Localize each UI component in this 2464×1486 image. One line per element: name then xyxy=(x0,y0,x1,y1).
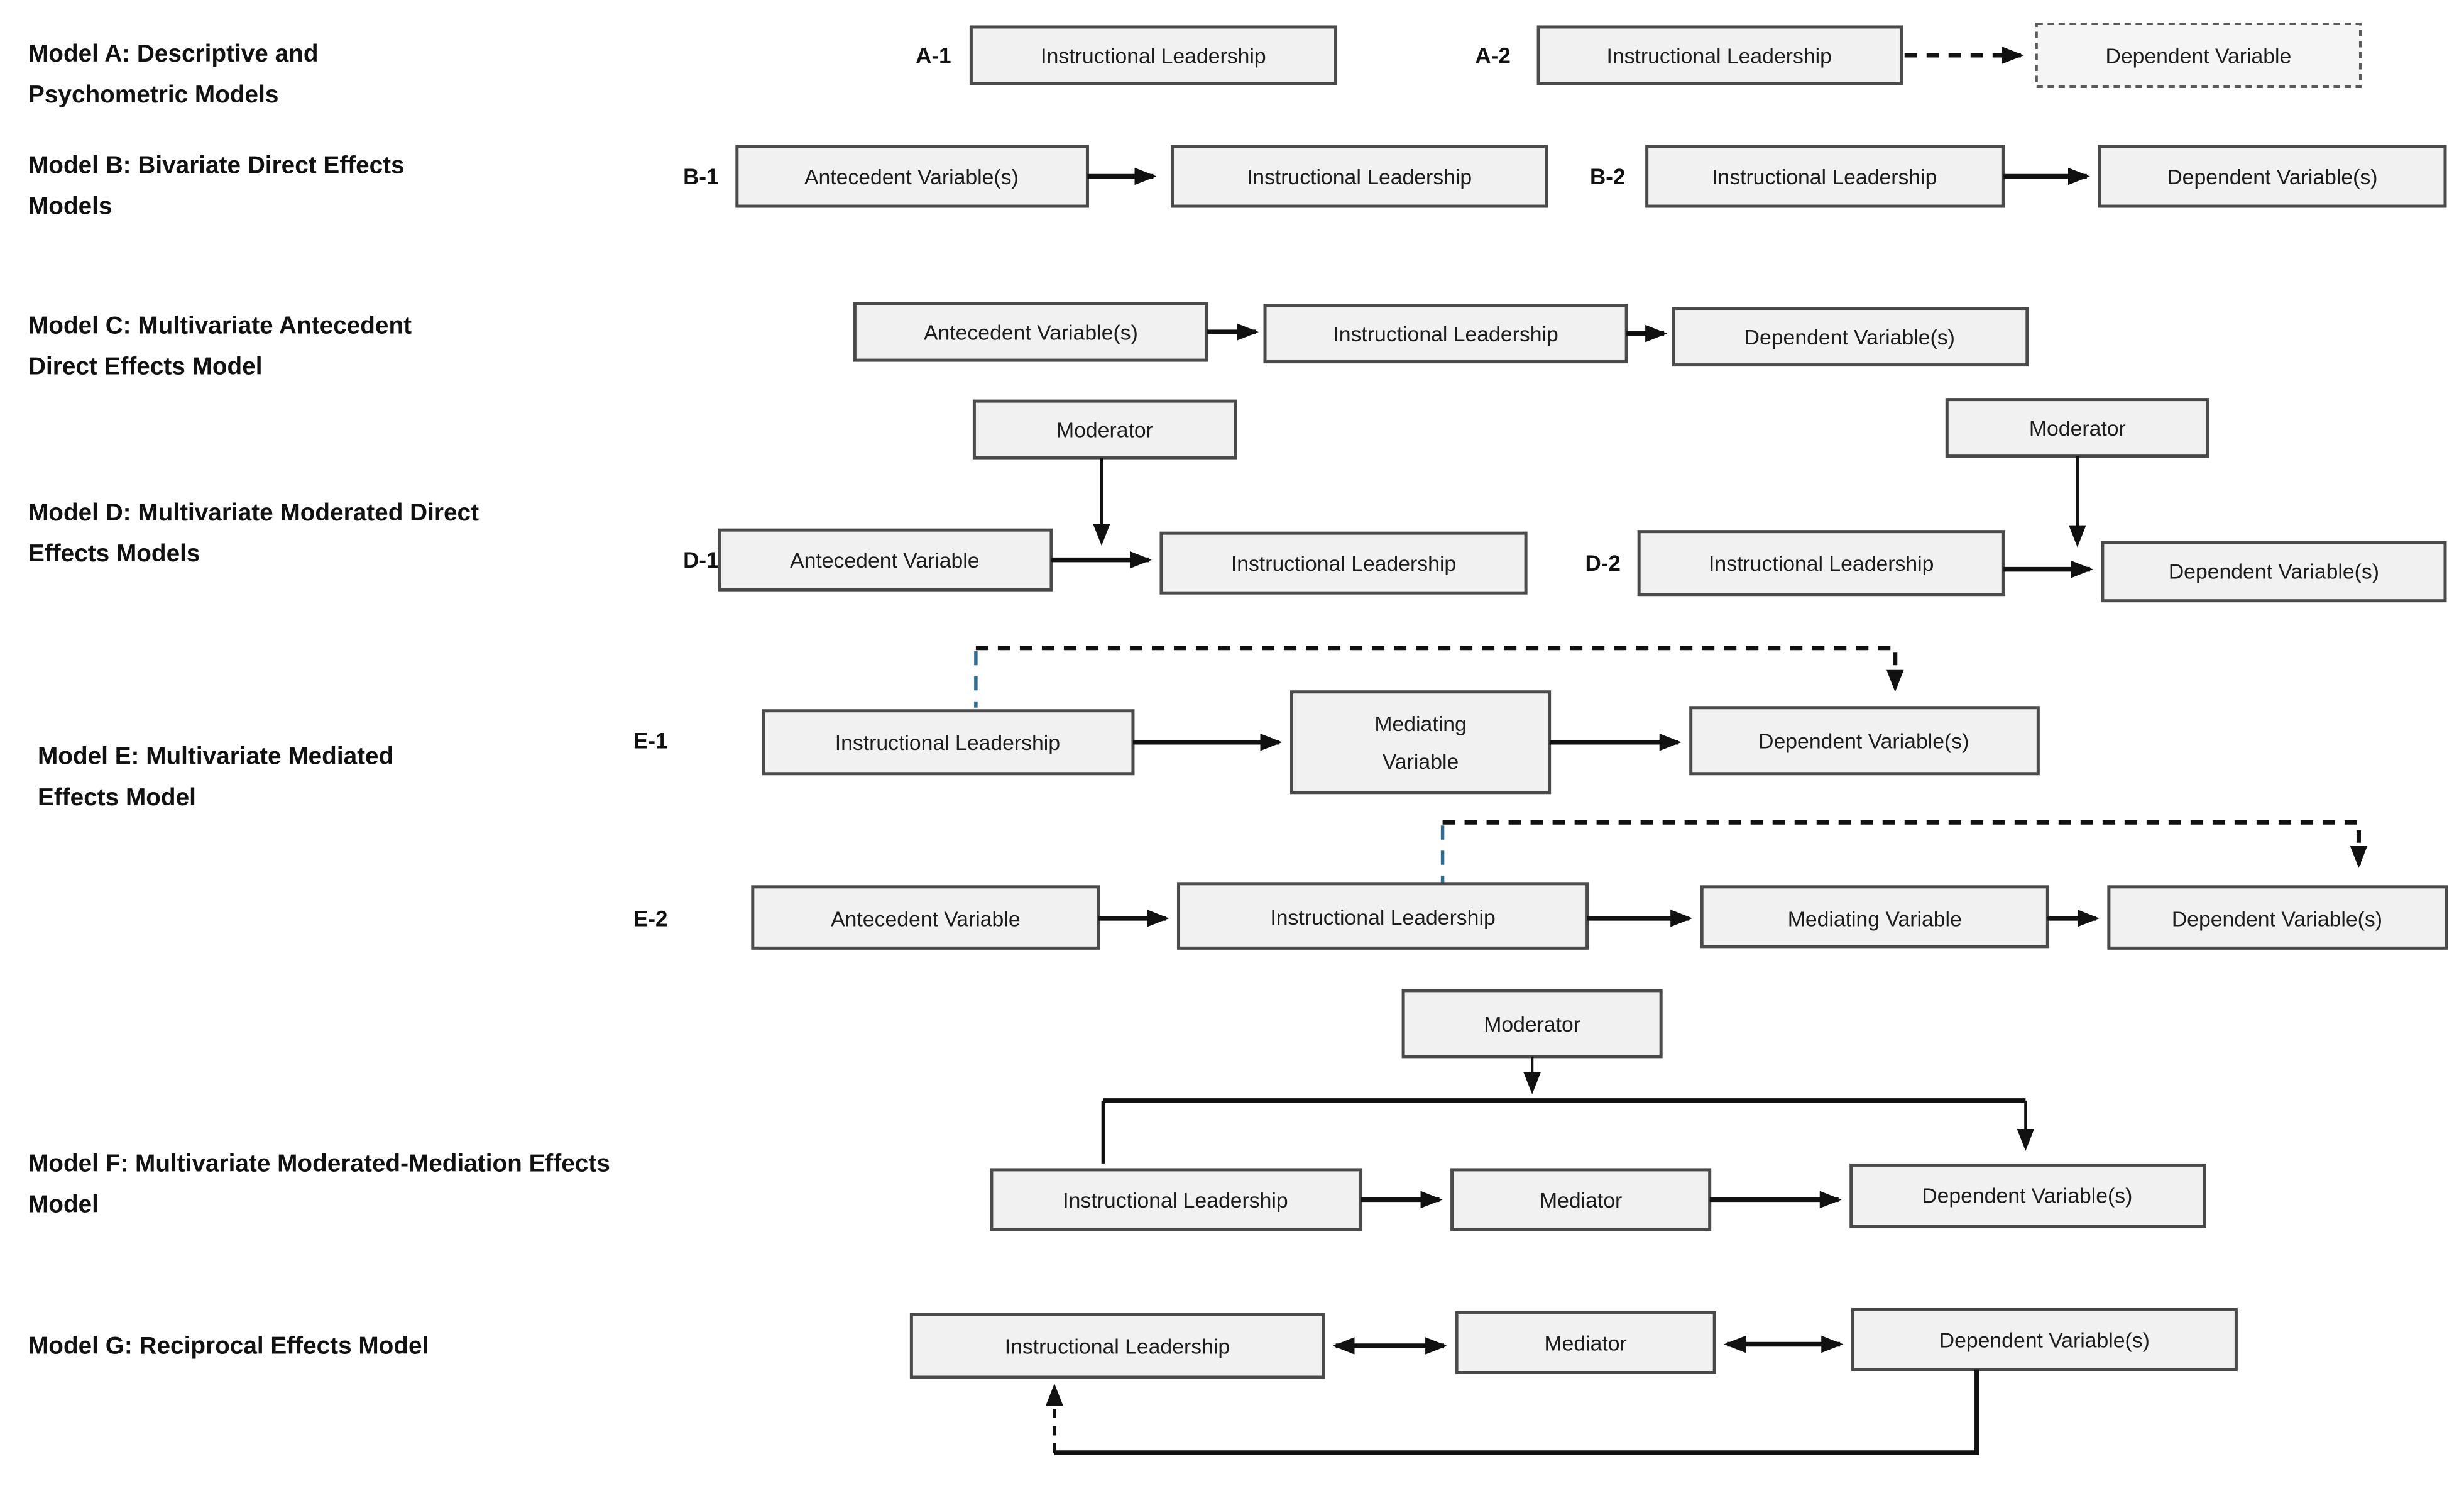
box-d1-moderator-label: Moderator xyxy=(1056,419,1153,443)
box-c-dependent-variables xyxy=(1672,307,2029,367)
box-d2-dependent-variables-label: Dependent Variable(s) xyxy=(2169,560,2379,584)
box-b1-instructional-leadership-label: Instructional Leadership xyxy=(1247,165,1472,189)
box-f-moderator xyxy=(1401,989,1663,1059)
box-d1-antecedent-variable-label: Antecedent Variable xyxy=(790,549,979,573)
box-c-dependent-variables-label: Dependent Variable(s) xyxy=(1744,326,1955,349)
tag-e1: E-1 xyxy=(633,729,667,754)
tag-d1: D-1 xyxy=(683,548,718,573)
dashed-path-e1-direct-effect xyxy=(975,646,1904,692)
box-b1-instructional-leadership xyxy=(1170,145,1548,208)
box-e2-dependent-variables-label: Dependent Variable(s) xyxy=(2172,907,2382,931)
box-f-instructional-leadership-label: Instructional Leadership xyxy=(1063,1189,1288,1213)
box-e1-mediating-variable xyxy=(1290,690,1552,795)
box-f-dependent-variables-label: Dependent Variable(s) xyxy=(1922,1184,2132,1208)
box-a2-instructional-leadership xyxy=(1536,25,1903,85)
tag-a1: A-1 xyxy=(916,43,951,68)
box-d2-instructional-leadership-label: Instructional Leadership xyxy=(1709,552,1934,576)
box-g-instructional-leadership-label: Instructional Leadership xyxy=(1005,1335,1230,1358)
tag-b2: B-2 xyxy=(1590,165,1625,189)
box-c-antecedent-variables xyxy=(853,302,1208,362)
box-g-mediator xyxy=(1455,1311,1716,1375)
model-d-label-line2: Effects Models xyxy=(28,540,200,567)
box-b2-dependent-variables xyxy=(2098,145,2447,208)
model-a-label-line2: Psychometric Models xyxy=(28,81,278,108)
box-d2-dependent-variables xyxy=(2101,541,2447,603)
box-e2-instructional-leadership-label: Instructional Leadership xyxy=(1270,906,1495,930)
box-e1-dependent-variables xyxy=(1689,706,2040,776)
box-c-antecedent-variables-label: Antecedent Variable(s) xyxy=(924,321,1138,345)
box-c-instructional-leadership-label: Instructional Leadership xyxy=(1333,322,1558,346)
box-e1-mediating-variable-line2: Variable xyxy=(1383,750,1459,774)
model-f-label-line1: Model F: Multivariate Moderated-Mediatio… xyxy=(28,1150,610,1177)
tag-e2: E-2 xyxy=(633,906,667,931)
model-f-label-line2: Model xyxy=(28,1191,99,1218)
box-e2-dependent-variables xyxy=(2107,885,2448,950)
tag-a2: A-2 xyxy=(1475,43,1510,68)
tag-d2: D-2 xyxy=(1585,551,1620,576)
box-g-mediator-label: Mediator xyxy=(1544,1331,1626,1355)
box-e2-mediating-variable-label: Mediating Variable xyxy=(1788,907,1962,931)
box-a2-instructional-leadership-label: Instructional Leadership xyxy=(1607,44,1832,68)
model-e-label-line1: Model E: Multivariate Mediated xyxy=(38,743,393,770)
box-g-dependent-variables-label: Dependent Variable(s) xyxy=(1939,1328,2150,1352)
box-a2-dependent-variable xyxy=(2035,22,2362,88)
model-c-label-line1: Model C: Multivariate Antecedent xyxy=(28,312,412,339)
model-b-label-line1: Model B: Bivariate Direct Effects xyxy=(28,152,405,179)
model-b-label-line2: Models xyxy=(28,193,112,220)
box-b2-instructional-leadership xyxy=(1645,145,2005,208)
box-e1-instructional-leadership xyxy=(762,709,1135,776)
box-d1-moderator xyxy=(972,399,1237,460)
box-d2-instructional-leadership xyxy=(1637,530,2005,597)
model-a-label-line1: Model A: Descriptive and xyxy=(28,40,319,67)
box-e1-dependent-variables-label: Dependent Variable(s) xyxy=(1758,730,1969,754)
box-f-mediator xyxy=(1450,1168,1712,1231)
box-e2-antecedent-variable-label: Antecedent Variable xyxy=(831,907,1020,931)
box-b2-dependent-variables-label: Dependent Variable(s) xyxy=(2167,165,2377,189)
feedback-loop-g xyxy=(1054,1369,1979,1455)
model-c-label-line2: Direct Effects Model xyxy=(28,353,263,380)
dashed-path-e2-direct-effect xyxy=(1442,820,2368,868)
box-a1-instructional-leadership-label: Instructional Leadership xyxy=(1041,44,1266,68)
box-e2-antecedent-variable xyxy=(751,885,1100,950)
box-d2-moderator-label: Moderator xyxy=(2029,417,2126,441)
box-g-instructional-leadership xyxy=(909,1313,1325,1379)
box-d2-moderator xyxy=(1945,398,2209,458)
model-d-label-line1: Model D: Multivariate Moderated Direct xyxy=(28,499,479,526)
box-e1-instructional-leadership-label: Instructional Leadership xyxy=(835,731,1060,755)
box-d1-instructional-leadership xyxy=(1159,531,1528,595)
box-f-dependent-variables xyxy=(1849,1163,2206,1228)
box-a2-dependent-variable-label: Dependent Variable xyxy=(2105,44,2291,68)
box-d1-antecedent-variable xyxy=(718,528,1053,592)
tag-b1: B-1 xyxy=(683,165,718,189)
box-f-moderator-label: Moderator xyxy=(1484,1013,1580,1037)
box-e1-mediating-variable-line1: Mediating xyxy=(1374,712,1466,736)
box-b1-antecedent-variables-label: Antecedent Variable(s) xyxy=(804,165,1019,189)
box-d1-instructional-leadership-label: Instructional Leadership xyxy=(1231,552,1456,576)
box-b2-instructional-leadership-label: Instructional Leadership xyxy=(1712,165,1937,189)
box-f-mediator-label: Mediator xyxy=(1540,1189,1622,1213)
box-a1-instructional-leadership xyxy=(969,25,1338,85)
model-g-label: Model G: Reciprocal Effects Model xyxy=(28,1332,429,1359)
box-b1-antecedent-variables xyxy=(735,145,1089,208)
box-e2-instructional-leadership xyxy=(1176,882,1589,950)
model-e-label-line2: Effects Model xyxy=(38,784,196,811)
box-g-dependent-variables xyxy=(1851,1307,2238,1372)
